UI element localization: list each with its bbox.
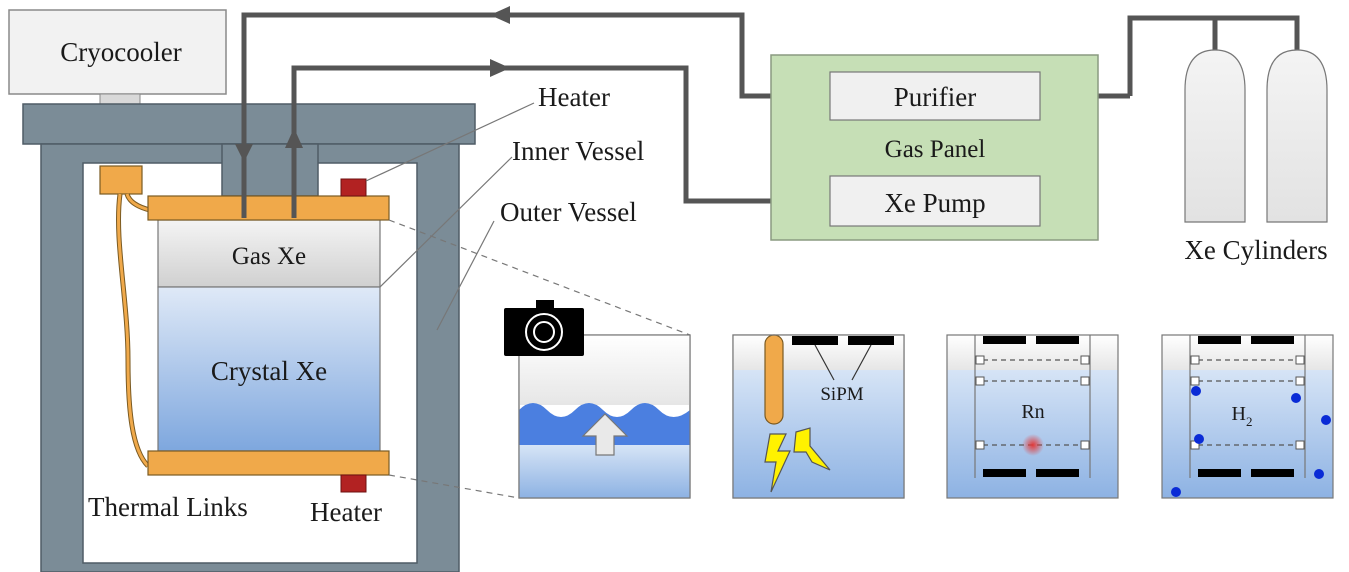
- cryocooler: Cryocooler: [8, 9, 227, 105]
- xe-cylinders: Xe Cylinders: [1184, 49, 1328, 265]
- panel-crystal-growth: [504, 300, 691, 499]
- flow-arrow-down-1: [235, 144, 253, 162]
- outer-vessel-label: Outer Vessel: [500, 197, 637, 227]
- leader-lines: [365, 102, 535, 331]
- purifier-label: Purifier: [894, 82, 976, 112]
- gas-panel-label: Gas Panel: [885, 136, 986, 163]
- flow-arrow-up-2: [285, 128, 303, 148]
- h2-label: H2: [1232, 403, 1253, 429]
- panel-h2: H2: [1161, 334, 1334, 499]
- flow-arrow-left: [490, 6, 510, 24]
- panel-rn: Rn: [946, 334, 1119, 499]
- cylinder-2: [1266, 49, 1328, 223]
- outer-vessel: [22, 103, 476, 572]
- inner-vessel: Gas Xe Crystal Xe: [147, 195, 390, 476]
- panel-sipm: SiPM: [732, 334, 905, 499]
- spark-icon-1: [764, 433, 791, 493]
- thermal-links-label: Thermal Links: [88, 492, 248, 522]
- gas-panel: Purifier Gas Panel Xe Pump: [770, 54, 1099, 241]
- crystal-xe-label: Crystal Xe: [211, 356, 327, 386]
- flow-arrow-right: [490, 59, 510, 77]
- xe-pump-box: [829, 175, 1041, 227]
- rn-label: Rn: [1021, 401, 1044, 423]
- h2-molecules: [1171, 386, 1331, 497]
- camera-icon: [504, 300, 584, 356]
- gas-xe-label: Gas Xe: [232, 243, 306, 270]
- heater-bottom: [340, 474, 367, 493]
- heater-top: [340, 178, 367, 197]
- rn-atom: [1022, 434, 1044, 456]
- sipm-label: SiPM: [820, 384, 863, 405]
- h2-label-base: H: [1232, 403, 1246, 425]
- zoom-lines: [388, 219, 691, 499]
- purifier-box: [829, 71, 1041, 121]
- xe-pump-label: Xe Pump: [884, 188, 985, 218]
- spark-icon-2: [793, 427, 831, 471]
- growth-arrow: [581, 413, 629, 456]
- electrode-rod: [764, 334, 784, 425]
- thermal-links: [116, 193, 151, 468]
- xe-cylinders-label: Xe Cylinders: [1184, 235, 1327, 265]
- cylinder-1: [1184, 49, 1246, 223]
- sipm-right: [848, 336, 894, 345]
- cold-head-block: [99, 165, 143, 195]
- h2-label-sub: 2: [1246, 414, 1253, 429]
- cryocooler-label: Cryocooler: [60, 37, 181, 67]
- heater-top-label: Heater: [538, 82, 610, 112]
- inner-vessel-label: Inner Vessel: [512, 136, 644, 166]
- heater-bottom-label: Heater: [310, 497, 382, 527]
- sipm-left: [792, 336, 838, 345]
